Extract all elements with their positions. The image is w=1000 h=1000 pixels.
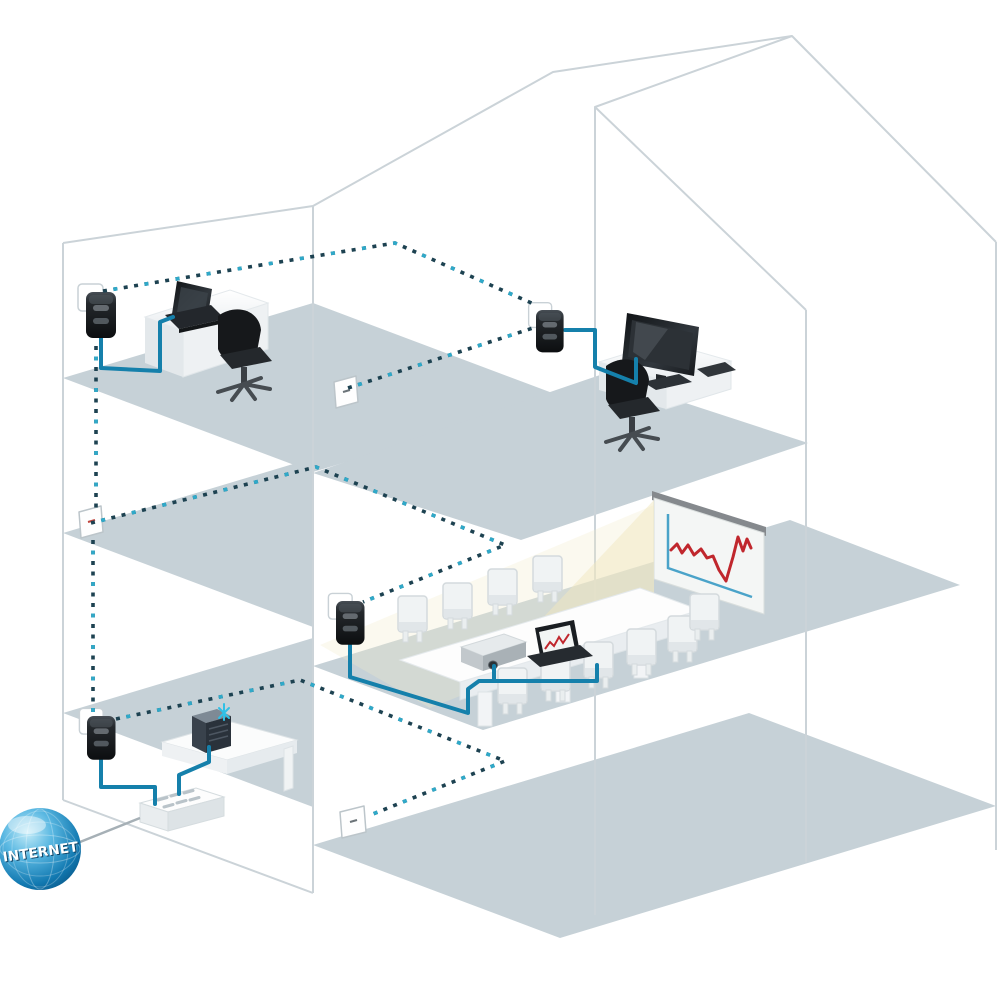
projector-light-spill (320, 505, 654, 708)
router (138, 787, 226, 832)
screen-chart-axis (666, 514, 753, 599)
cable-conference (348, 641, 599, 715)
house-outline (62, 35, 997, 915)
powerline-adapter-top-right (527, 301, 565, 354)
shelf-leg (283, 745, 294, 792)
laptop-top-left (165, 281, 225, 333)
office-top-left (143, 281, 274, 402)
internet-uplink-line (69, 816, 141, 848)
powerline-adapter-conference (327, 592, 366, 646)
floor-slab-ground-right (313, 713, 996, 938)
projection-screen (652, 491, 766, 615)
dotted-link-accent (90, 241, 537, 818)
cable-ground-nas (177, 745, 211, 796)
powerline-dotted-links (90, 241, 537, 818)
floor-slab-top-right (313, 375, 808, 540)
nas-device (192, 703, 231, 753)
router-buttons (156, 789, 201, 809)
screen-chart-red-line (669, 535, 753, 583)
table-leg (477, 691, 493, 727)
powerline-adapter-top-left (77, 283, 117, 339)
conference-laptop (527, 620, 593, 667)
office-top-right (597, 313, 736, 452)
roof-rake-lines (594, 35, 807, 311)
cable-ground-adapter (99, 758, 157, 806)
roof-ridge-lines (62, 35, 997, 244)
keyboard-icon (697, 362, 736, 377)
wall-outlet-bottom (339, 805, 367, 839)
cable-top-right (563, 328, 638, 385)
ground-floor-devices (69, 703, 299, 848)
network-flash-icon (218, 703, 230, 721)
ethernet-cables (99, 315, 638, 806)
wall-outlet-middle (333, 375, 359, 409)
base-edge-left (62, 799, 314, 894)
cable-top-left (99, 315, 175, 373)
internet-globe: INTERNET INTERNET (0, 808, 81, 890)
conference-room (320, 491, 766, 727)
floor-slab-mid-left (63, 458, 313, 627)
globe-highlight (8, 816, 46, 834)
desktop-monitor (622, 313, 736, 390)
